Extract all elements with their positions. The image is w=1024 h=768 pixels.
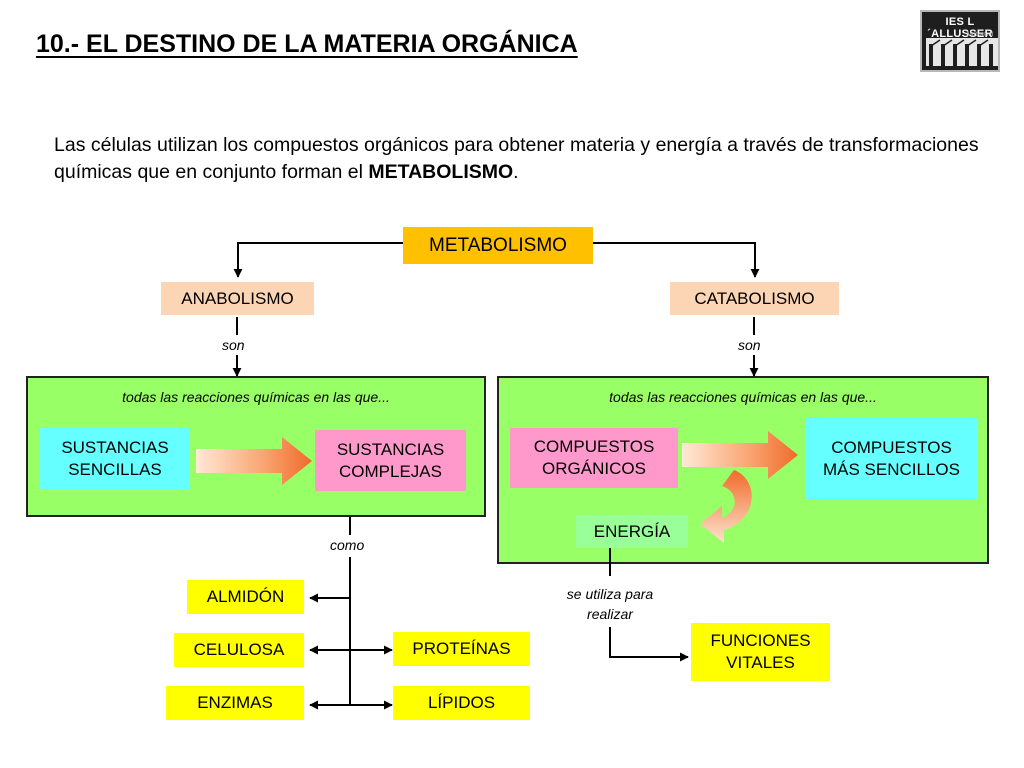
metabolism-root-box: METABOLISMO [403, 227, 593, 264]
anabolism-son-label: son [222, 337, 245, 353]
intro-text: Las células utilizan los compuestos orgá… [54, 134, 979, 183]
example-celulosa: CELULOSA [174, 633, 304, 667]
page-title: 10.- EL DESTINO DE LA MATERIA ORGÁNICA [36, 30, 578, 58]
simpler-compounds-box: COMPUESTOS MÁS SENCILLOS [805, 418, 978, 499]
organic-compounds-box: COMPUESTOS ORGÁNICOS [510, 428, 678, 488]
anabolism-panel-caption: todas las reacciones químicas en las que… [122, 389, 390, 405]
anabolism-box: ANABOLISMO [161, 282, 314, 315]
energy-box: ENERGÍA [576, 515, 688, 548]
como-label: como [330, 537, 365, 553]
intro-paragraph: Las células utilizan los compuestos orgá… [54, 132, 984, 186]
logo-graphic-icon [926, 38, 998, 66]
school-logo: IES L´ALLUSSER Mutxamel [920, 10, 1000, 72]
logo-name: IES L´ALLUSSER [927, 16, 993, 40]
example-enzimas: ENZIMAS [166, 686, 304, 720]
catabolism-son-label: son [738, 337, 761, 353]
intro-emphasis: METABOLISMO [368, 161, 514, 183]
complex-substances-box: SUSTANCIAS COMPLEJAS [315, 430, 466, 491]
example-proteinas: PROTEÍNAS [393, 632, 530, 666]
example-lipidos: LÍPIDOS [393, 686, 530, 720]
catabolism-arrow-icon [682, 431, 798, 479]
energy-release-arrow-icon [700, 470, 752, 543]
catabolism-box: CATABOLISMO [670, 282, 839, 315]
intro-end: . [513, 161, 519, 183]
vital-functions-box: FUNCIONES VITALES [691, 623, 830, 681]
logo-town: Mutxamel [966, 32, 993, 38]
anabolism-arrow-icon [196, 437, 312, 485]
example-almidon: ALMIDÓN [187, 580, 304, 614]
catabolism-panel-caption: todas las reacciones químicas en las que… [609, 389, 877, 405]
simple-substances-box: SUSTANCIAS SENCILLAS [40, 428, 190, 489]
use-label: se utiliza para realizar [566, 586, 654, 622]
